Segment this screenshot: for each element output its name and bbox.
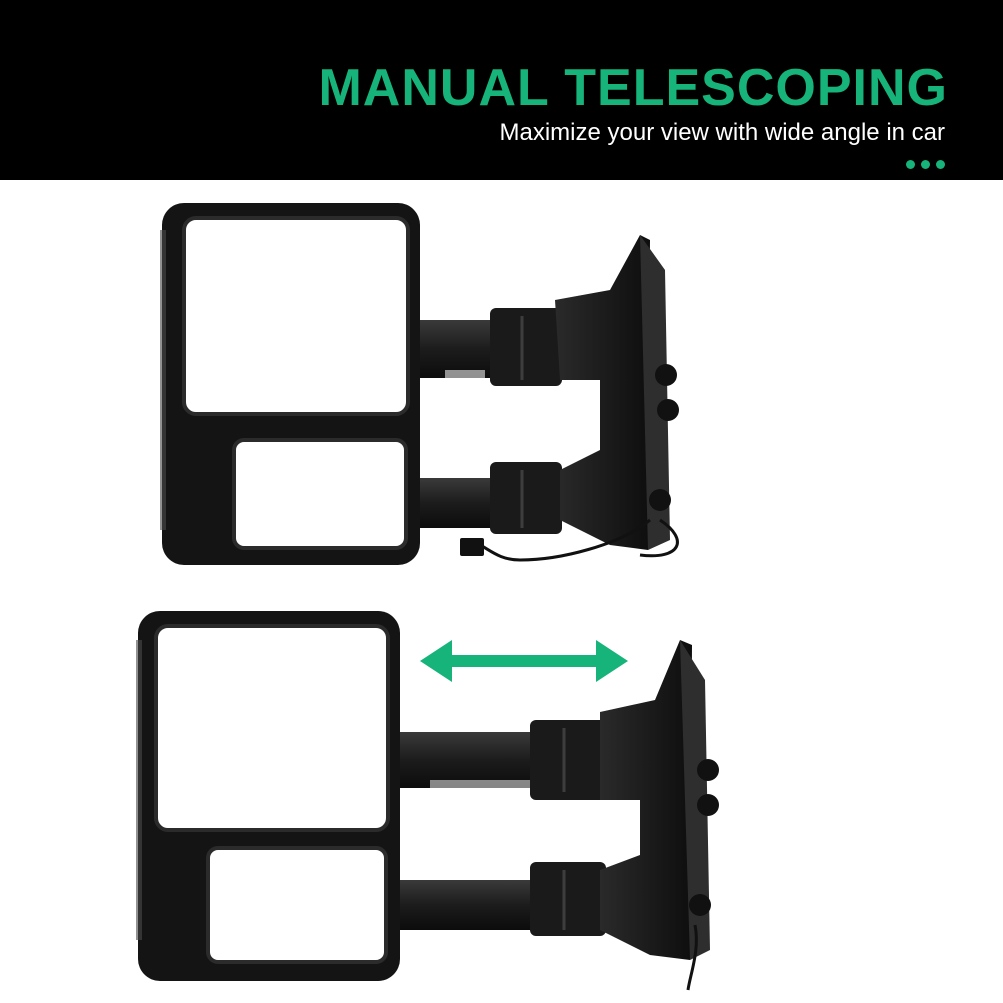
product-illustration: [136, 203, 719, 991]
header-banner: MANUAL TELESCOPING Maximize your view wi…: [0, 0, 1003, 180]
dot-icon: [921, 160, 930, 169]
upper-clamp: [530, 720, 606, 800]
retracted-mirror: [160, 203, 679, 565]
lower-glass: [232, 438, 408, 550]
upper-arm: [420, 320, 500, 378]
dot-icon: [936, 160, 945, 169]
lower-arm: [400, 880, 540, 930]
upper-clamp: [490, 308, 562, 386]
double-arrow-icon: [420, 640, 628, 682]
mounting-bracket: [600, 640, 692, 960]
lower-clamp: [490, 462, 562, 534]
upper-glass: [182, 216, 410, 416]
upper-arm: [400, 732, 540, 788]
dot-icon: [906, 160, 915, 169]
decorative-dots: [906, 160, 945, 169]
lower-glass: [206, 846, 388, 964]
upper-glass: [154, 624, 390, 832]
page-title: MANUAL TELESCOPING: [318, 59, 948, 117]
lower-clamp: [530, 862, 606, 936]
page-subtitle: Maximize your view with wide angle in ca…: [499, 119, 946, 146]
lower-arm: [420, 478, 500, 528]
wire-connector: [460, 538, 484, 556]
mounting-bracket: [555, 235, 650, 550]
extended-mirror: [136, 611, 719, 991]
